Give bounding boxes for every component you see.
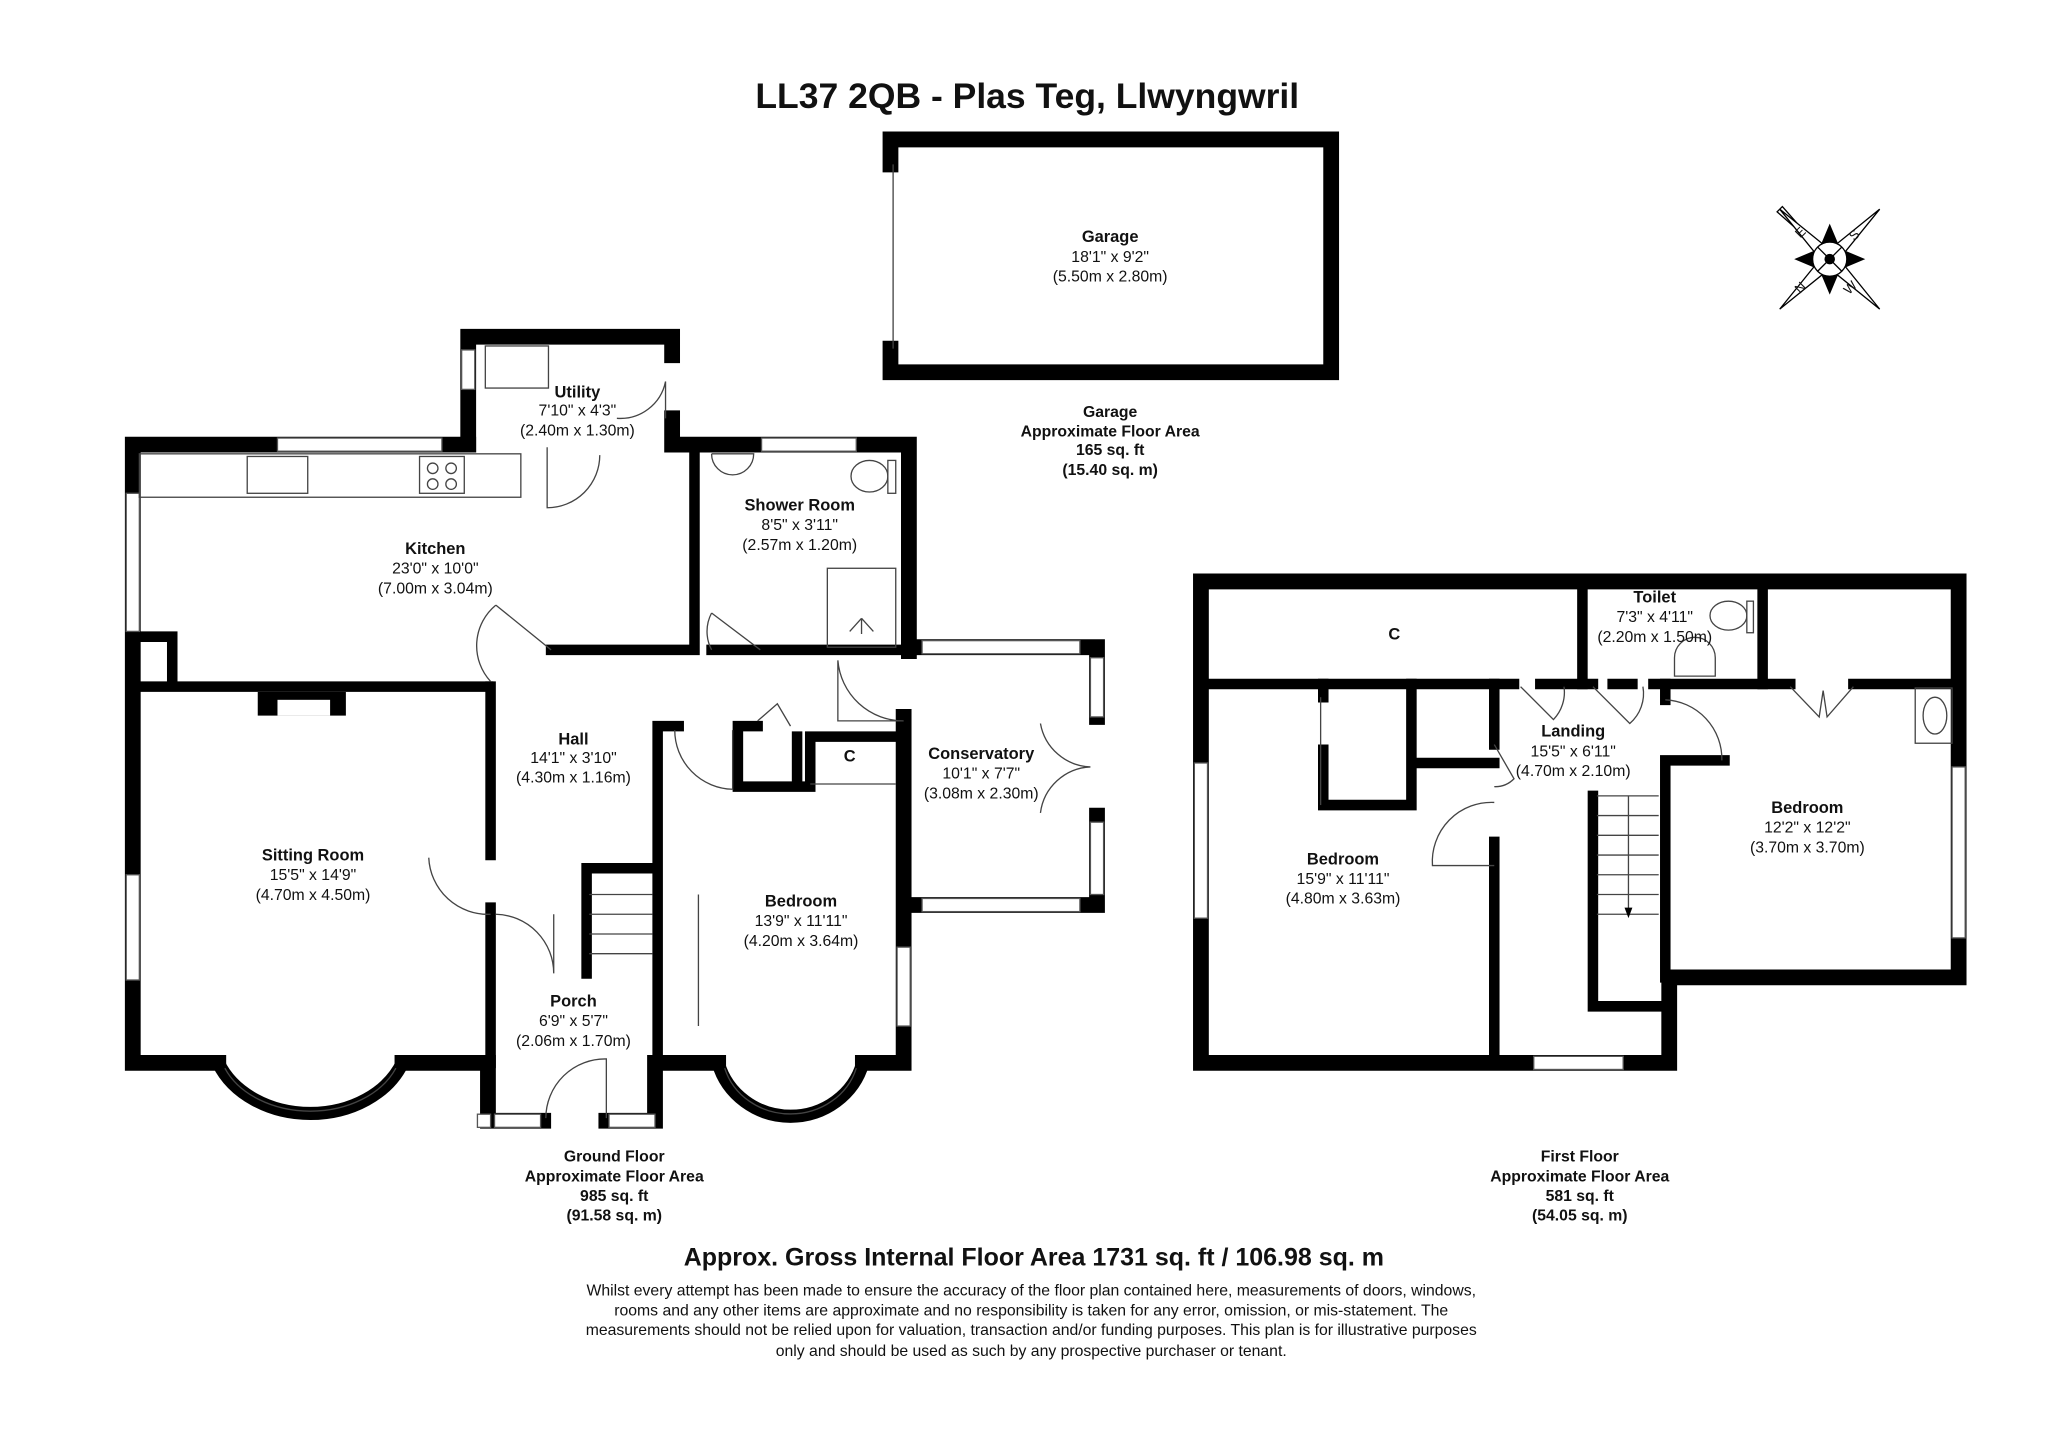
room-dims: 23'0" x 10'0": [392, 561, 478, 578]
room-name: Bedroom: [1771, 799, 1843, 817]
room-name: Utility: [555, 383, 602, 401]
area-title: First Floor: [1541, 1149, 1619, 1166]
disclaimer-line: measurements should not be relied upon f…: [586, 1322, 1477, 1339]
room-dims-metric: (3.08m x 2.30m): [924, 785, 1039, 802]
area-sqm: (15.40 sq. m): [1062, 462, 1158, 479]
room-name: Sitting Room: [262, 846, 364, 864]
area-title: Ground Floor: [564, 1149, 665, 1166]
garage-dims-metric: (5.50m x 2.80m): [1053, 269, 1168, 286]
cupboard-label: C: [1388, 625, 1400, 643]
disclaimer-line: Whilst every attempt has been made to en…: [586, 1283, 1475, 1300]
room-name: Conservatory: [928, 745, 1035, 763]
room-dims-metric: (4.70m x 4.50m): [256, 887, 371, 904]
ground-floor-plan: Utility 7'10" x 4'3" (2.40m x 1.30m) Kit…: [124, 328, 1105, 1129]
area-title: Garage: [1083, 404, 1138, 421]
garage-dims: 18'1" x 9'2": [1071, 249, 1149, 266]
compass-icon: E S N W: [1776, 205, 1881, 310]
room-dims: 14'1" x 3'10": [530, 750, 616, 767]
room-dims: 15'5" x 14'9": [270, 867, 356, 884]
room-name: Bedroom: [765, 892, 837, 910]
ground-floor-area: Ground Floor Approximate Floor Area 985 …: [525, 1149, 704, 1225]
area-sqm: (91.58 sq. m): [566, 1208, 662, 1225]
room-dims-metric: (2.20m x 1.50m): [1597, 629, 1712, 646]
room-dims-metric: (4.80m x 3.63m): [1286, 891, 1401, 908]
area-label: Approximate Floor Area: [1490, 1168, 1669, 1185]
room-dims: 13'9" x 11'11": [755, 913, 848, 930]
room-dims: 15'9" x 11'11": [1297, 871, 1390, 888]
room-dims-metric: (2.06m x 1.70m): [516, 1033, 631, 1050]
cupboard-label: C: [844, 748, 856, 766]
room-name: Landing: [1541, 723, 1605, 741]
area-sqft: 581 sq. ft: [1546, 1188, 1615, 1205]
room-dims-metric: (7.00m x 3.04m): [378, 580, 493, 597]
room-dims: 15'5" x 6'11": [1531, 743, 1616, 760]
room-dims-metric: (4.70m x 2.10m): [1516, 763, 1631, 780]
page-title: LL37 2QB - Plas Teg, Llwyngwril: [755, 76, 1299, 116]
first-floor-area: First Floor Approximate Floor Area 581 s…: [1490, 1149, 1669, 1225]
room-dims: 6'9" x 5'7": [539, 1013, 608, 1030]
gross-floor-area: Approx. Gross Internal Floor Area 1731 s…: [684, 1243, 1384, 1271]
room-name: Porch: [550, 992, 597, 1010]
room-name: Toilet: [1633, 588, 1676, 606]
disclaimer-line: rooms and any other items are approximat…: [614, 1302, 1448, 1319]
room-name: Bedroom: [1307, 850, 1379, 868]
garage-area: Garage Approximate Floor Area 165 sq. ft…: [1021, 404, 1200, 479]
room-dims: 8'5" x 3'11": [761, 517, 838, 534]
room-dims: 12'2" x 12'2": [1764, 820, 1850, 837]
area-sqft: 985 sq. ft: [580, 1188, 649, 1205]
garage-plan: Garage 18'1" x 9'2" (5.50m x 2.80m): [882, 131, 1340, 381]
area-sqft: 165 sq. ft: [1076, 442, 1145, 459]
disclaimer: Whilst every attempt has been made to en…: [586, 1283, 1477, 1361]
room-dims-metric: (4.30m x 1.16m): [516, 770, 631, 787]
room-dims-metric: (2.57m x 1.20m): [742, 537, 857, 554]
area-label: Approximate Floor Area: [525, 1168, 704, 1185]
room-dims-metric: (3.70m x 3.70m): [1750, 839, 1865, 856]
room-dims: 10'1" x 7'7": [942, 766, 1020, 783]
room-name: Hall: [558, 731, 588, 749]
room-dims: 7'3" x 4'11": [1616, 609, 1693, 626]
garage-name: Garage: [1082, 228, 1139, 246]
room-dims-metric: (2.40m x 1.30m): [520, 422, 635, 439]
disclaimer-line: only and should be used as such by any p…: [776, 1343, 1287, 1360]
area-sqm: (54.05 sq. m): [1532, 1208, 1628, 1225]
first-floor-plan: C Toilet 7'3" x 4'11" (2.20m x 1.50m) La…: [1193, 573, 1967, 1071]
room-dims: 7'10" x 4'3": [539, 403, 617, 420]
room-name: Kitchen: [405, 540, 465, 558]
area-label: Approximate Floor Area: [1021, 424, 1200, 441]
room-dims-metric: (4.20m x 3.64m): [744, 933, 859, 950]
room-name: Shower Room: [744, 496, 855, 514]
